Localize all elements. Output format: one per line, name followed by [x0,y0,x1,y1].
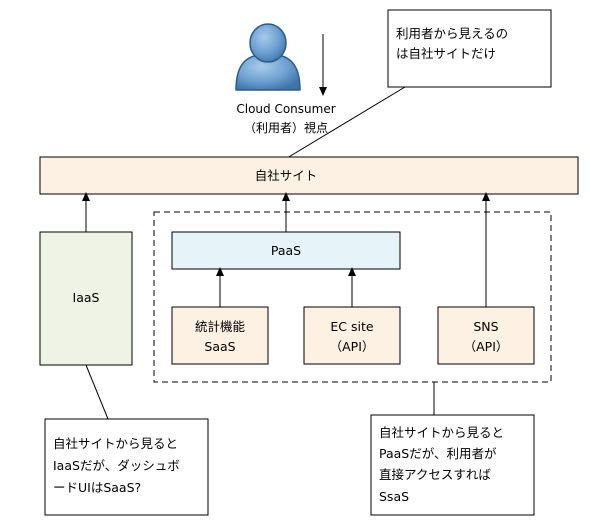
note-top-line2: は自社サイトだけ [396,46,496,61]
iaas-box [39,231,133,366]
note-top-box [387,9,552,88]
sns-box [437,306,535,365]
own-site-box [39,156,579,195]
person-icon [235,23,301,91]
note-right-line2: PaaSだが、利用者が [379,446,497,461]
note-top-connector [286,86,406,159]
paas-label: PaaS [271,243,301,258]
note-left-connector [85,364,109,420]
consumer-label-line2: （利用者）視点 [244,120,328,135]
ec-label-line1: EC site [330,319,373,334]
note-right-line1: 自社サイトから見ると [379,425,504,440]
ec-box [303,306,401,365]
note-left-box [44,418,209,516]
sns-label-line1: SNS [473,319,498,334]
note-left-line2: IaaSだが、ダッシュボ [53,458,180,473]
note-top-line1: 利用者から見えるの [396,26,508,41]
ec-label-line2: （API） [330,339,375,354]
platform-group-dashed [153,211,552,383]
own-site-label: 自社サイト [255,168,318,183]
note-right-box [370,414,535,516]
note-right-line3: 直接アクセスすれば [379,467,491,482]
paas-box [171,231,401,270]
stats-label-line1: 統計機能 [195,319,246,334]
sns-label-line2: （API） [464,339,509,354]
note-left-line3: ードUIはSaaS? [53,480,141,495]
iaas-label: IaaS [73,290,100,305]
note-left-line1: 自社サイトから見ると [53,436,178,451]
note-right-line4: SsaS [379,489,409,504]
stats-label-line2: SaaS [204,339,235,354]
consumer-label-line1: Cloud Consumer [236,102,335,116]
stats-box [171,306,269,365]
